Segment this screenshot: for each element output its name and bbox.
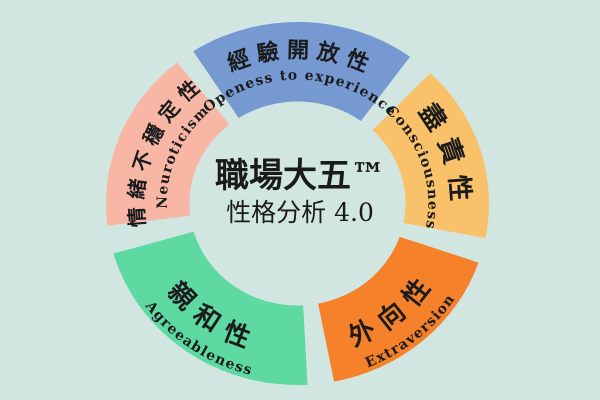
segment-extraversion-arc — [318, 236, 479, 382]
segment-agreeableness-arc — [113, 231, 308, 385]
center-subtitle: 性格分析 4.0 — [226, 198, 374, 227]
segment-neuroticism-arc — [105, 62, 230, 226]
segment-conscientiousness-arc — [372, 72, 489, 239]
segment-openness-arc — [193, 22, 411, 121]
center-title: 職場大五™ — [215, 156, 385, 196]
